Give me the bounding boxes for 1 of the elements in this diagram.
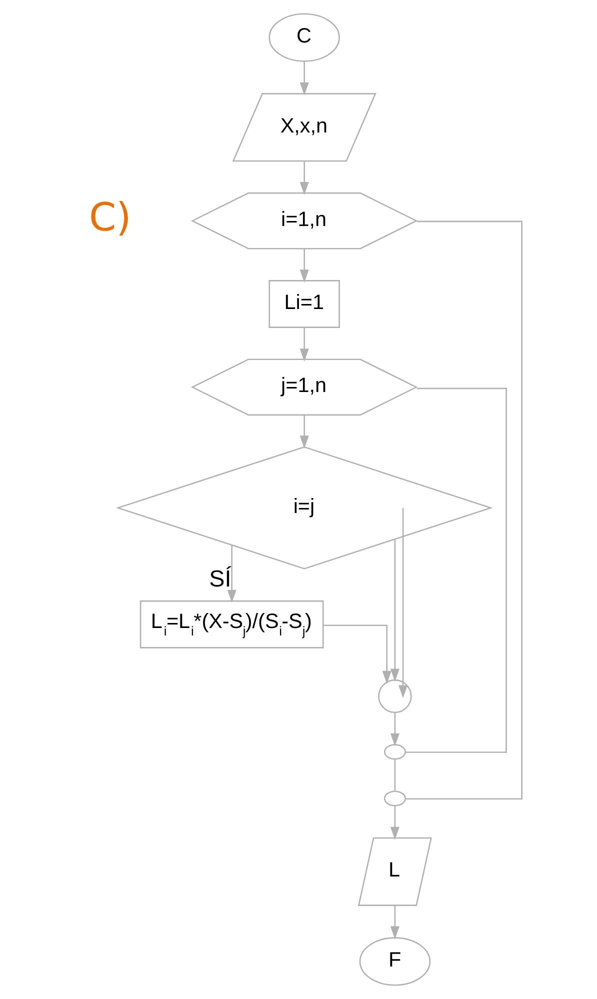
label: C): [89, 196, 132, 241]
